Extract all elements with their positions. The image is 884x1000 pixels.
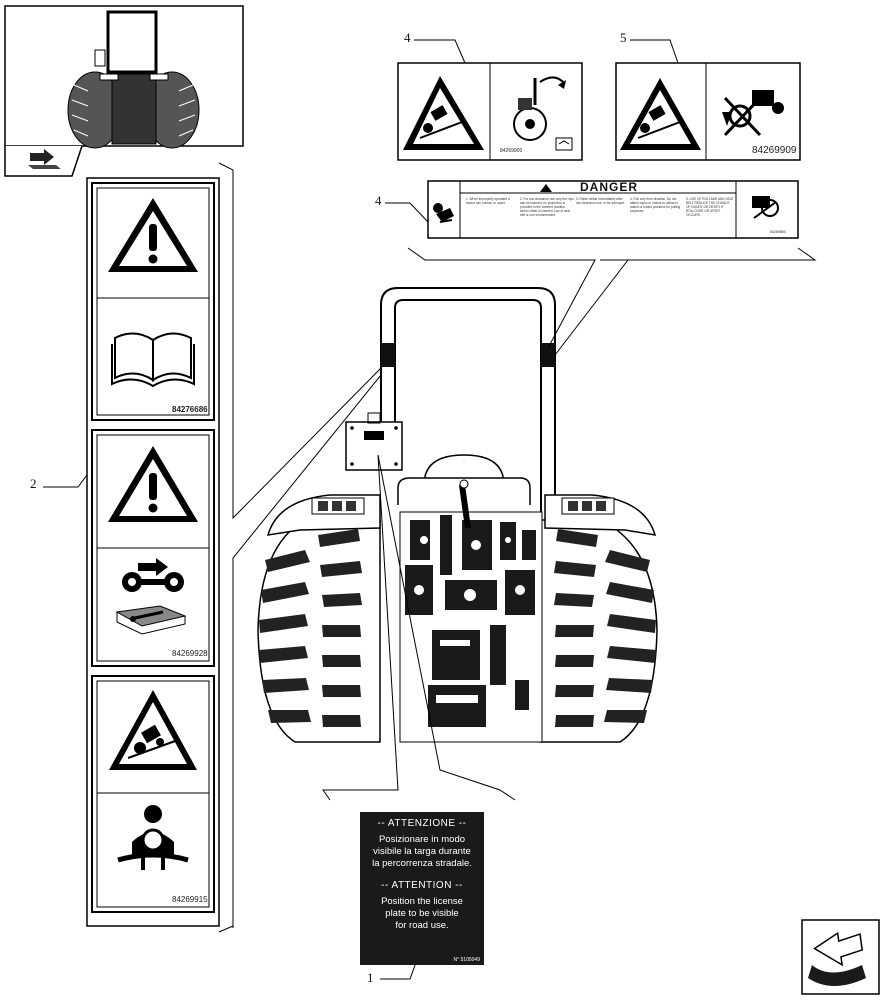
danger-decal xyxy=(427,180,799,239)
decal-4-code: 84269900 xyxy=(500,148,523,154)
decal-group-2 xyxy=(86,177,220,927)
rollover-warning-icon xyxy=(109,690,197,770)
danger-text-3: 3. Raise rollbar immediately after low c… xyxy=(576,197,626,205)
manual-book-icon xyxy=(111,332,195,388)
notice-line-it-2: visibile la targa durante xyxy=(373,846,471,857)
next-arrow-icon[interactable] xyxy=(801,919,880,995)
tractor-rear-view xyxy=(257,287,658,743)
decal-2a-code: 84276686 xyxy=(172,405,208,414)
notice-line-en-3: for road use. xyxy=(395,920,449,931)
danger-text-5: 5. USE OF ROLLBAR AND SEAT BELT REDUCE T… xyxy=(686,197,734,217)
decal-5 xyxy=(615,62,801,161)
notice-heading-it: -- ATTENZIONE -- xyxy=(377,818,467,829)
callout-4-top: 4 xyxy=(404,30,411,45)
view-direction-tab xyxy=(4,145,83,177)
license-plate-notice: -- ATTENZIONE -- Posizionare in modo vis… xyxy=(360,812,484,965)
decal-2b-code: 84269928 xyxy=(172,649,208,658)
warning-triangle-icon xyxy=(108,446,198,522)
notice-heading-en: -- ATTENTION -- xyxy=(381,880,463,891)
notice-line-en-2: plate to be visible xyxy=(385,908,459,919)
danger-decal-code: 84269893 xyxy=(770,230,786,234)
danger-text-2: 2. For low clearance use only the rops c… xyxy=(520,197,574,217)
notice-code: N° 5105049 xyxy=(453,957,480,963)
leader-lines xyxy=(43,39,817,980)
decal-5-code: 84269909 xyxy=(752,145,797,156)
notice-line-en-1: Position the license xyxy=(381,896,463,907)
maintenance-manual-icon xyxy=(115,605,187,635)
decal-2c-code: 84269915 xyxy=(172,895,208,904)
notice-line-it-1: Posizionare in modo xyxy=(378,834,466,845)
thumbnail-view xyxy=(4,5,244,149)
callout-5: 5 xyxy=(620,30,627,45)
callout-4-danger: 4 xyxy=(375,193,382,208)
callout-1: 1 xyxy=(367,970,374,985)
callout-2: 2 xyxy=(30,476,37,491)
warning-triangle-icon xyxy=(108,198,198,272)
seat-belt-operator-icon xyxy=(117,805,189,870)
key-removal-icon xyxy=(122,558,184,592)
danger-title: DANGER xyxy=(580,180,639,194)
decal-4 xyxy=(397,62,583,161)
danger-text-4: 4. Pull only from drawbar. Do not attach… xyxy=(630,197,681,213)
danger-text-1: 1. When improperly operated a tractor ca… xyxy=(466,197,510,205)
notice-line-it-3: la percorrenza stradale. xyxy=(372,858,472,869)
